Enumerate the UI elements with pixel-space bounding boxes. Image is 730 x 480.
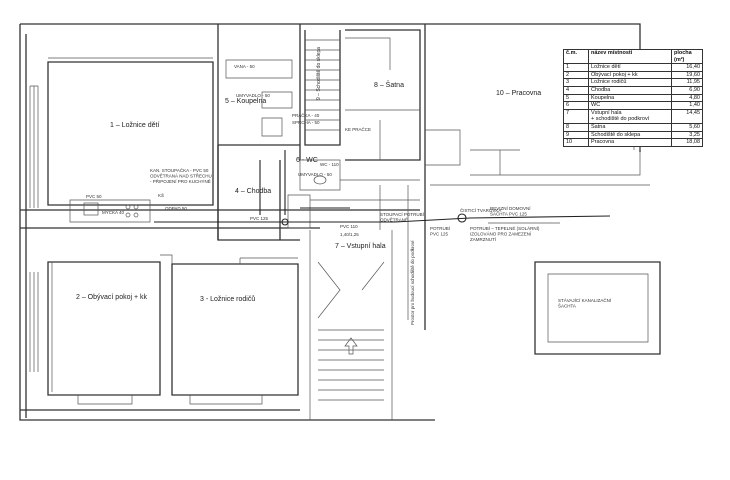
row-area: 18,08	[671, 138, 703, 147]
row-area: 3,25	[671, 130, 703, 140]
row-name: Obývací pokoj + kk	[588, 70, 672, 80]
row-number: 10	[563, 138, 589, 147]
table-row: 7 Vstupní hala + schodiště do podkroví 1…	[563, 108, 703, 124]
table-row: 2 Obývací pokoj + kk 19,60	[563, 70, 703, 80]
row-area: 14,45	[671, 108, 703, 124]
pipe-right-note: POTRUBÍ – TEPELNÉ (SOLÁRNÍ)IZOLOVÁNO PRO…	[470, 225, 540, 242]
row-name: Ložnice dětí	[588, 63, 672, 72]
existing-shaft	[534, 261, 661, 355]
row-number: 8	[563, 122, 589, 132]
shower-note: SPRCHA - 50	[292, 120, 320, 125]
col-number: č.m.	[563, 48, 589, 65]
row-area: 5,60	[671, 122, 703, 132]
row-name: Ložnice rodičů	[588, 78, 672, 87]
row-number: 7	[563, 108, 589, 124]
room-2-label: 2 – Obývací pokoj + kk	[76, 294, 148, 301]
room-1-outline	[47, 57, 214, 206]
pvc110-note: PVC 110	[340, 224, 358, 229]
pvc125-note: PVC 125	[250, 216, 269, 221]
washer-supply-note: KE PRAČCE	[345, 126, 371, 132]
row-number: 1	[563, 63, 589, 72]
row-number: 3	[563, 78, 589, 87]
table-row: 3 Ložnice rodičů 11,95	[563, 78, 703, 87]
room-6-label: 6 - WC	[296, 157, 318, 164]
ks-note: KŠ	[158, 192, 164, 198]
staircases	[304, 30, 393, 420]
cleanout-note: ČISTICÍ TVAROVKA	[460, 207, 501, 213]
wc-basin-note: UMYVADLO - 50	[298, 172, 332, 177]
room-5-label: 5 – Koupelna	[225, 98, 266, 105]
row-name: Vstupní hala + schodiště do podkroví	[588, 108, 672, 124]
bathroom-block	[217, 24, 341, 241]
room-8-label: 8 – Šatna	[374, 80, 404, 89]
table-row: 5 Koupelna 4,80	[563, 93, 703, 103]
table-row: 10 Pracovna 18,08	[563, 138, 703, 147]
row-area: 4,80	[671, 93, 703, 103]
row-name: Koupelna	[588, 93, 672, 103]
row-number: 4	[563, 85, 589, 95]
row-name: Schodiště do sklepa	[588, 130, 672, 140]
row-name: Chodba	[588, 85, 672, 95]
room-10-label: 10 – Pracovna	[496, 90, 541, 97]
bathtub-note: VANA - 50	[234, 64, 255, 69]
kitchen-counter	[69, 199, 151, 223]
room-3-outline	[160, 254, 299, 405]
drain-pipes	[154, 150, 611, 226]
room-3-label: 3 - Ložnice rodičů	[200, 295, 255, 303]
row-number: 2	[563, 70, 589, 80]
room-4-label: 4 – Chodba	[235, 188, 271, 195]
row-name: WC	[588, 101, 672, 110]
pvc50-note: PVC 50	[86, 194, 102, 199]
row-area: 11,95	[671, 78, 703, 87]
row-name: Šatna	[588, 122, 672, 132]
row-area: 19,60	[671, 70, 703, 80]
wc-note: WC - 110	[320, 162, 339, 167]
area-table-header: č.m. název místnosti plocha (m²)	[563, 48, 703, 65]
col-area: plocha (m²)	[671, 48, 703, 65]
row-number: 9	[563, 130, 589, 140]
washer-note: PRAČKA - 40	[292, 112, 320, 118]
col-room-name: název místnosti	[588, 48, 672, 65]
outer-walls	[19, 23, 641, 421]
dishwasher-note: MYČKA 40	[102, 209, 125, 215]
row-area: 1,40	[671, 101, 703, 110]
waste-note: ODPAD 50	[165, 206, 187, 211]
attic-stairs-note: Prostor pro budoucí schodiště do podkrov…	[410, 240, 415, 325]
basin-note: UMYVADLO - 50	[236, 93, 270, 98]
room-9-label: 9 – Schodiště do sklepa	[316, 47, 322, 100]
room-1-label: 1 – Ložnice dětí	[110, 122, 159, 129]
area-table: č.m. název místnosti plocha (m²) 1 Ložni…	[563, 48, 703, 147]
row-number: 5	[563, 93, 589, 103]
row-area: 16,40	[671, 63, 703, 72]
row-area: 6,90	[671, 85, 703, 95]
room-7-label: 7 – Vstupní hala	[335, 243, 386, 250]
table-row: 6 WC 1,40	[563, 101, 703, 110]
row-number: 6	[563, 101, 589, 110]
table-row: 4 Chodba 6,90	[563, 85, 703, 95]
inspection-dim: 1,40/1,25	[340, 232, 359, 237]
row-name: Pracovna	[588, 138, 672, 147]
table-row: 8 Šatna 5,60	[563, 122, 703, 132]
room-2-outline	[47, 261, 161, 405]
table-row: 1 Ložnice dětí 16,40	[563, 63, 703, 72]
table-row: 9 Schodiště do sklepa 3,25	[563, 130, 703, 140]
